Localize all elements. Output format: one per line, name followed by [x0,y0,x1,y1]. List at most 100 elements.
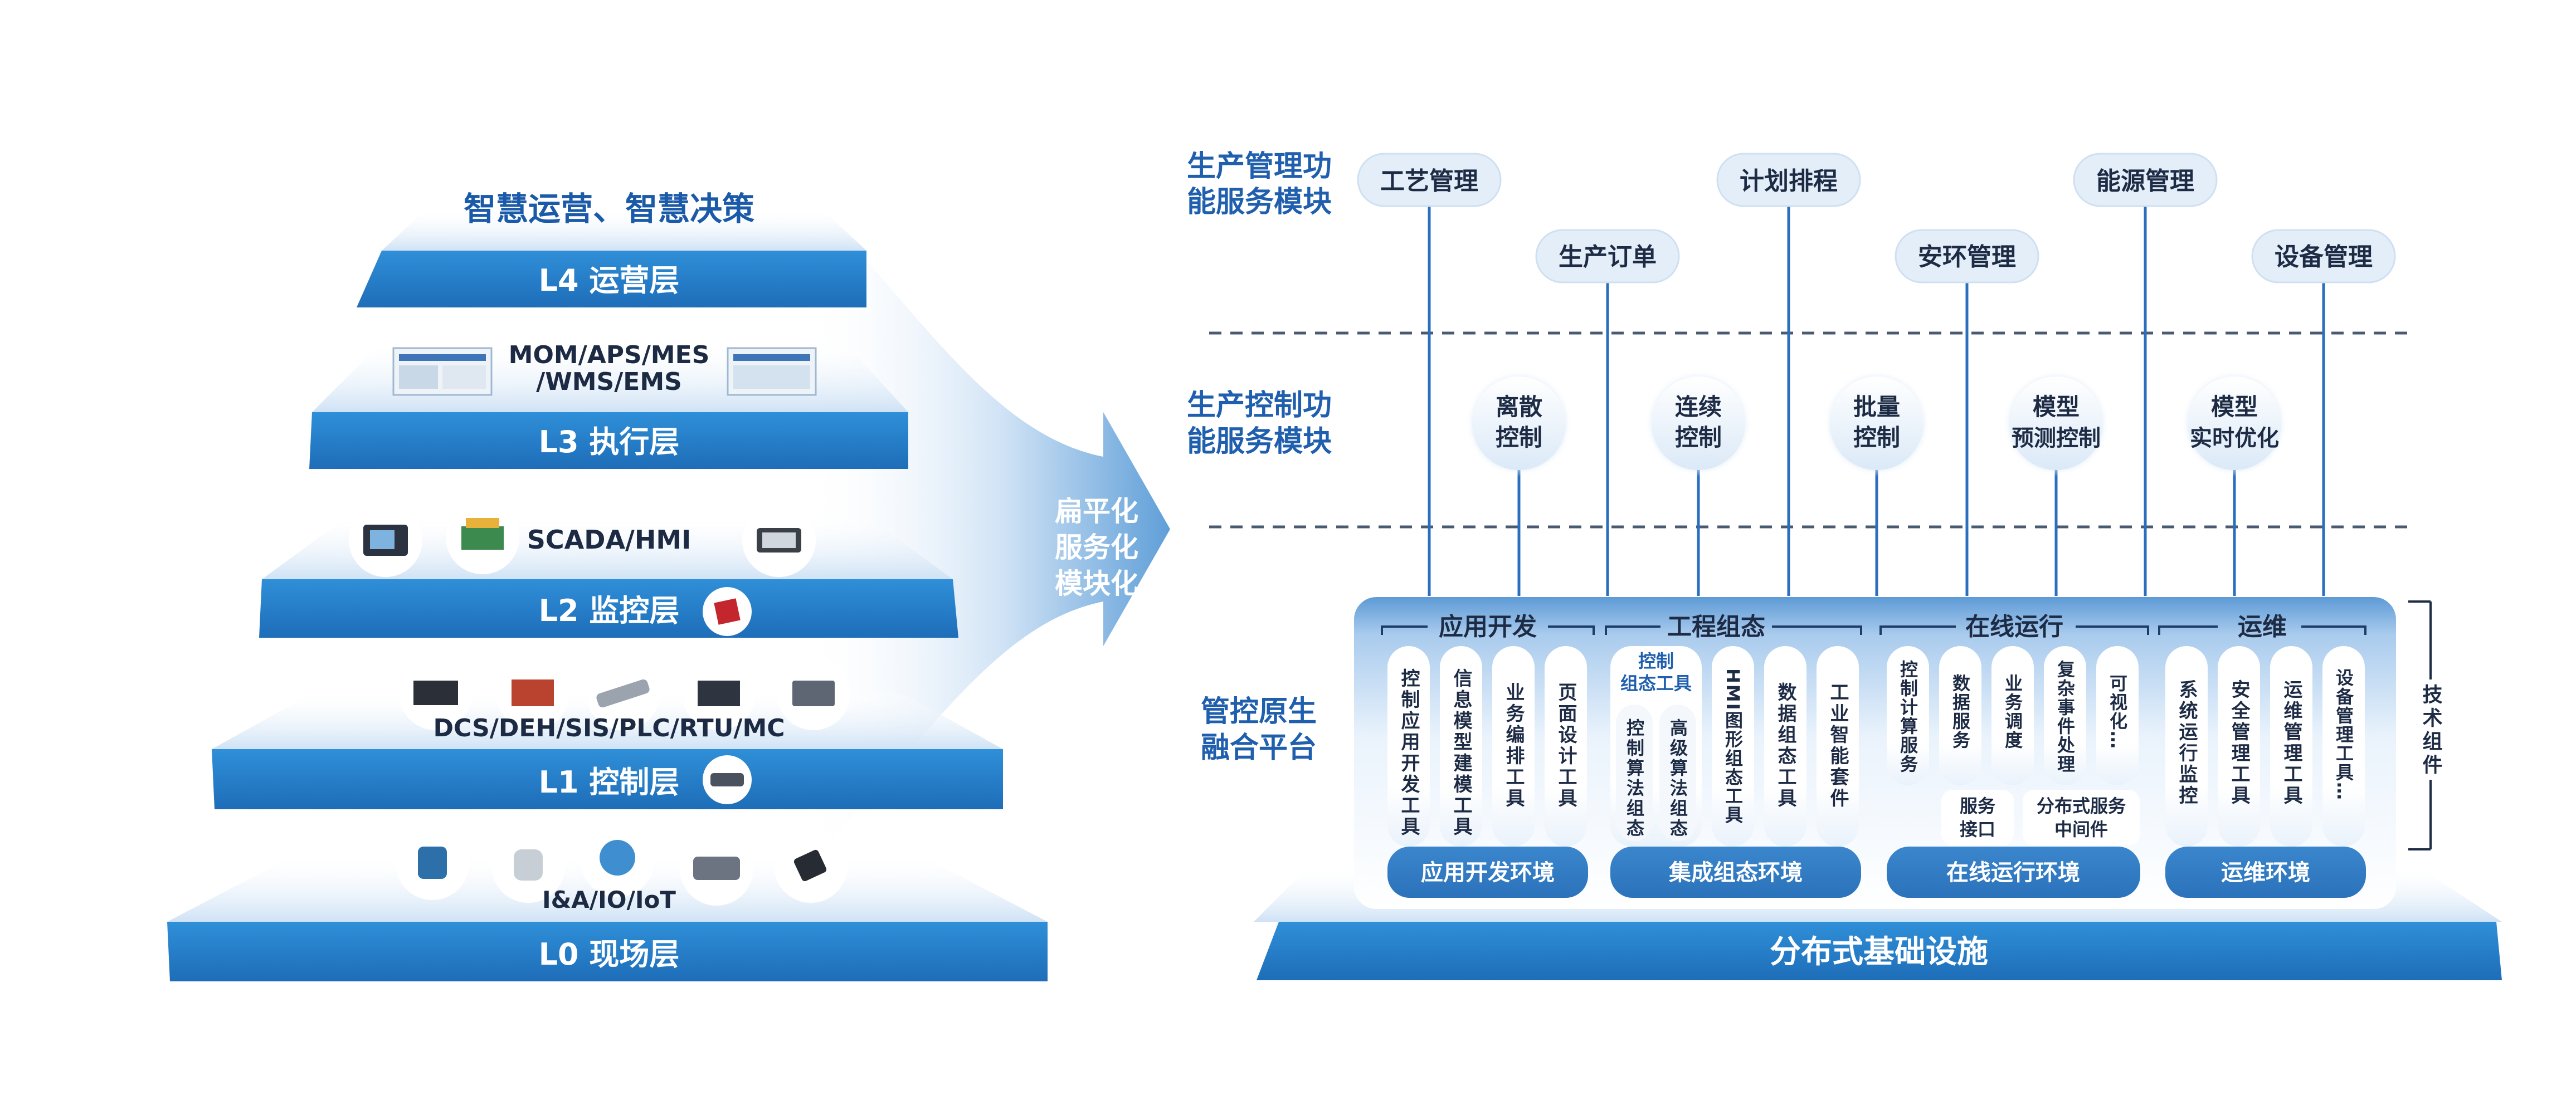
column-bg [1492,646,1535,847]
column-text: 高级算法组态 [1667,718,1688,839]
pyramid: 智慧运营、智慧决策 L4 运营层 MOM/APS/MES /WMS/EMS L3… [167,190,1048,981]
column-text: 控制计算服务 [1897,660,1918,774]
column-bg [1817,646,1859,847]
col-online-4: 复杂事件处理 [2044,646,2086,785]
column-bg [1764,646,1806,847]
pill-label: 工艺管理 [1380,167,1478,195]
pill-label: 安环管理 [1918,243,2016,271]
column-text: 控制算法组态 [1624,718,1645,839]
side-bracket [2408,600,2432,850]
circle-bg [1652,377,1745,470]
control-circle-youhua: 模型 实时优化 [2181,370,2288,477]
column-bg [1712,646,1754,847]
architecture: 生产管理功 能服务模块 生产控制功 能服务模块 管控原生 融合平台 工艺管理 计… [1187,150,2502,980]
column-text: 设备管理工具… [2333,668,2354,801]
group-title: 工程组态 [1667,613,1765,641]
col-app-4: 页面设计工具 [1545,646,1587,847]
pill-label: 生产订单 [1559,243,1657,271]
env-bg [2165,847,2366,898]
pill-bg [1716,153,1861,207]
pyramid-top-title: 智慧运营、智慧决策 [464,190,754,228]
pill-bg [1535,229,1680,283]
l2-rack-icon [461,526,504,550]
circle-bg [2188,377,2281,470]
pill-bg [1357,153,1502,207]
col-eng-5: 工业智能套件 [1817,646,1859,847]
control-circle-yuce: 模型 预测控制 [2003,370,2110,477]
column-text: 可视化… [2107,674,2128,750]
subgroup-line1: 控制 [1638,651,1674,672]
env-online: 在线运行环境 [1887,847,2140,898]
management-pill-gongyi: 工艺管理 [1357,153,1502,207]
l1-rtu-icon [698,681,740,706]
group-ops: 运维 [2158,613,2366,641]
control-circle-lianxu: 连续 控制 [1645,370,1752,477]
l2-hmi-screen [762,532,796,548]
l2-rack-top [466,518,499,528]
env-ops: 运维环境 [2165,847,2366,898]
circle-line2: 预测控制 [2012,426,2101,451]
l1-module-icon [596,679,650,708]
circle-line1: 模型 [2211,393,2258,421]
column-inner [1616,705,1653,841]
pc-row-label-1: 生产控制功 [1187,389,1332,422]
l0-label: L0 现场层 [539,937,680,972]
pill-label: 计划排程 [1740,167,1838,195]
control-circle-lisan: 离散 控制 [1465,370,1572,477]
column-bg [2322,646,2365,847]
column-text: 数据组态工具 [1774,682,1796,809]
env-bg [1387,847,1588,898]
management-pill-dingdan: 生产订单 [1535,229,1680,283]
management-pill-shebei: 设备管理 [2251,229,2396,283]
circle-line1: 离散 [1496,393,1542,421]
group-bracket [1605,625,1862,635]
l1-dcs-icon [413,681,458,705]
management-pill-jihua: 计划排程 [1716,153,1861,207]
arrow-text-2: 服务化 [1055,531,1138,564]
env-label: 集成组态环境 [1668,860,1803,886]
column-text: 信息模型建模工具 [1450,668,1472,838]
col-app-1: 控制应用开发工具 [1387,646,1430,847]
env-engineering: 集成组态环境 [1610,847,1861,898]
column-text: 数据服务 [1950,674,1971,750]
column-text: 复杂事件处理 [2054,660,2076,774]
l0-flowmeter-icon [600,840,635,876]
group-bracket [1381,625,1595,635]
l1-systems: DCS/DEH/SIS/PLC/RTU/MC [433,714,785,742]
l3-systems-line2: /WMS/EMS [536,368,682,396]
column-bg [2096,646,2139,785]
column-bg [1887,646,1929,785]
pill-bg [2073,153,2218,207]
l0-motor-icon [793,849,827,882]
online-service-interface: 服务 接口 [1941,790,2014,845]
column-bg [1440,646,1482,847]
l3-screenshot-right-panel [733,365,810,389]
col-eng-4: 数据组态工具 [1764,646,1806,847]
pill-label: 设备管理 [2275,243,2373,271]
env-label: 应用开发环境 [1421,860,1555,886]
col-online-3: 业务调度 [1991,646,2034,785]
col-online-5: 可视化… [2096,646,2139,785]
l4-label: L4 运营层 [539,263,680,298]
col-online-1: 控制计算服务 [1887,646,1929,785]
l2-label: L2 监控层 [539,593,680,628]
column-text: 业务调度 [2002,674,2023,750]
column-bg [2165,646,2208,847]
l3-screenshot-left-panel2 [442,365,486,389]
foundation-label: 分布式基础设施 [1770,934,1988,970]
l2-systems: SCADA/HMI [527,525,691,555]
group-app-dev: 应用开发 [1381,613,1595,641]
arrow-text-1: 扁平化 [1055,495,1138,527]
env-bg [1610,847,1861,898]
column-text: 系统运行监控 [2175,679,2198,806]
platform-row-label-1: 管控原生 [1201,695,1317,729]
circle-bg [1830,377,1924,470]
l2-panel-screen [370,530,395,549]
l3-screenshot-left-panel [399,365,438,389]
l3-label: L3 执行层 [539,424,680,459]
foundation-bar [1257,922,2502,980]
env-app-dev: 应用开发环境 [1387,847,1588,898]
l0-valve-icon [418,847,447,879]
l1-switch-icon [710,773,744,786]
